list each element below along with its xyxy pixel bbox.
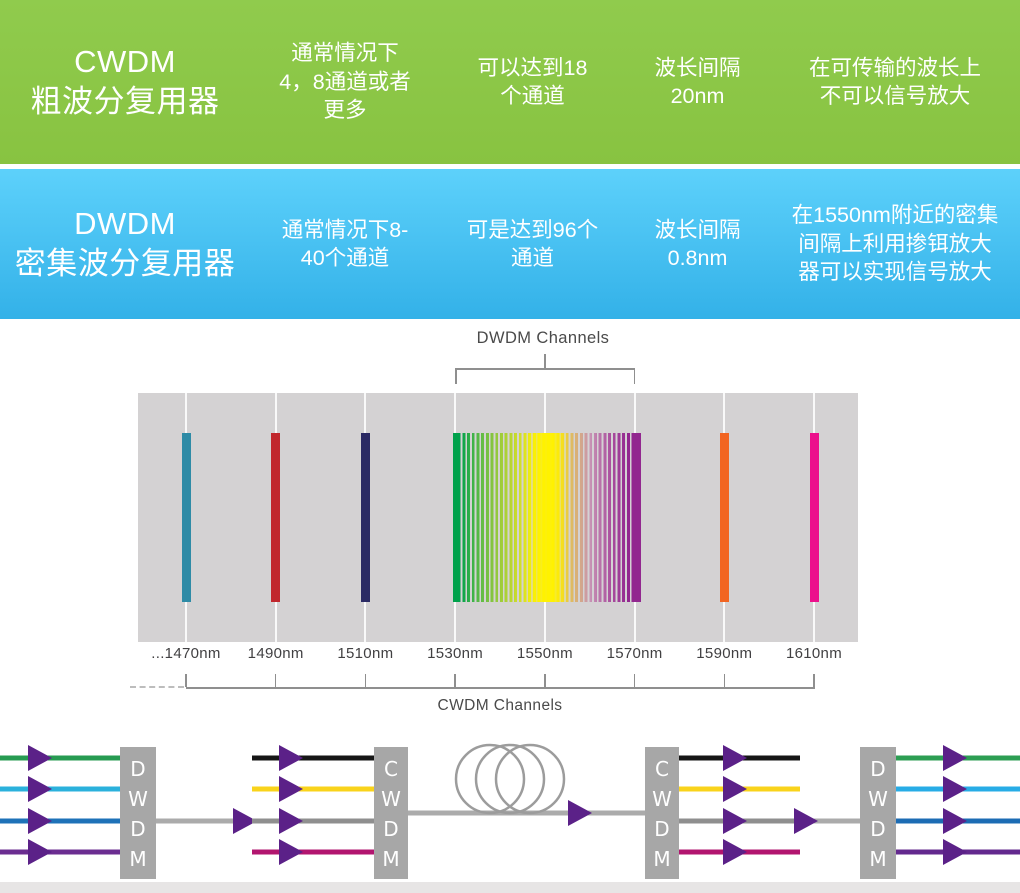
mux-device-box (645, 747, 679, 879)
cwdm-spacing-cell: 波长间隔 20nm (654, 55, 741, 108)
fiber-coil-icon (454, 743, 526, 815)
arrow-icon (279, 745, 303, 771)
arrow-icon (723, 839, 747, 865)
arrow-icon (279, 839, 303, 865)
spectrum-band (138, 393, 858, 642)
wavelength-label: 1530nm (427, 645, 484, 662)
wavelength-label: 1590nm (696, 645, 753, 662)
cwdm-bracket-tick (364, 674, 367, 687)
cwdm-bracket-tick (813, 674, 815, 687)
wavelength-label: ...1470nm (151, 645, 221, 662)
cwdm-row: CWDM 粗波分复用器 通常情况下 4，8通道或者 更多 可以达到18 个通道 … (0, 0, 1020, 164)
cwdm-bracket (186, 687, 815, 689)
cwdm-bracket-tick (723, 674, 726, 687)
cwdm-title-cell: CWDM 粗波分复用器 (30, 44, 220, 119)
cwdm-bracket-tick (454, 674, 456, 687)
bottom-strip (0, 882, 1020, 893)
dwdm-bracket (633, 368, 635, 384)
arrow-icon (28, 839, 52, 865)
cwdm-amplify-cell: 在可传输的波长上 不可以信号放大 (808, 55, 981, 108)
dwdm-bracket (455, 368, 457, 384)
dwdm-channels-label: DWDM Channels (476, 329, 610, 347)
cwdm-bracket-tick (274, 674, 277, 687)
arrow-icon (279, 808, 303, 834)
dwdm-max-channels-cell: 可是达到96个 通道 (466, 217, 599, 270)
arrow-icon (723, 808, 747, 834)
arrow-icon (943, 839, 967, 865)
cwdm-bracket-dashes (130, 686, 184, 688)
cwdm-max-channels-cell: 可以达到18 个通道 (477, 55, 588, 108)
dwdm-title-cell: DWDM 密集波分复用器 (14, 206, 236, 281)
channel-bar (181, 433, 191, 602)
mux-device-box (120, 747, 156, 879)
cwdm-bracket-tick (185, 674, 187, 687)
arrow-icon (723, 776, 747, 802)
dwdm-bracket (455, 368, 635, 370)
cwdm-bracket-tick (633, 674, 636, 687)
wavelength-label: 1510nm (337, 645, 394, 662)
arrow-icon (794, 808, 818, 834)
channel-bar (360, 433, 370, 602)
dwdm-dense-band (453, 433, 641, 602)
arrow-icon (568, 800, 592, 826)
dwdm-bracket (544, 354, 546, 368)
wavelength-label: 1610nm (785, 645, 842, 662)
wavelength-label: 1570nm (606, 645, 663, 662)
dwdm-amplify-cell: 在1550nm附近的密集 间隔上利用掺铒放大 器可以实现信号放大 (791, 203, 999, 285)
arrow-icon (28, 745, 52, 771)
comparison-table: CWDM 粗波分复用器 通常情况下 4，8通道或者 更多 可以达到18 个通道 … (0, 0, 1020, 319)
channel-bar (809, 433, 819, 602)
dwdm-spacing-cell: 波长间隔 0.8nm (654, 217, 741, 270)
arrow-icon (28, 776, 52, 802)
mux-device-box (374, 747, 408, 879)
arrow-icon (723, 745, 747, 771)
dwdm-row: DWDM 密集波分复用器 通常情况下8- 40个通道 可是达到96个 通道 波长… (0, 169, 1020, 319)
arrow-icon (943, 808, 967, 834)
fiber-coil-icon (494, 743, 566, 815)
arrow-icon (279, 776, 303, 802)
mux-device-box (860, 747, 896, 879)
cwdm-channels-label: CWDM Channels (437, 697, 563, 714)
dwdm-channels-cell: 通常情况下8- 40个通道 (281, 217, 409, 270)
wavelength-label: 1490nm (247, 645, 304, 662)
arrow-icon (943, 776, 967, 802)
fiber-coil-icon (474, 743, 546, 815)
cwdm-bracket-tick (544, 674, 546, 687)
channel-bar (271, 433, 281, 602)
arrow-icon (233, 808, 257, 834)
channel-bar (719, 433, 729, 602)
wavelength-label: 1550nm (516, 645, 573, 662)
cwdm-channels-cell: 通常情况下 4，8通道或者 更多 (279, 41, 411, 123)
arrow-icon (943, 745, 967, 771)
arrow-icon (28, 808, 52, 834)
